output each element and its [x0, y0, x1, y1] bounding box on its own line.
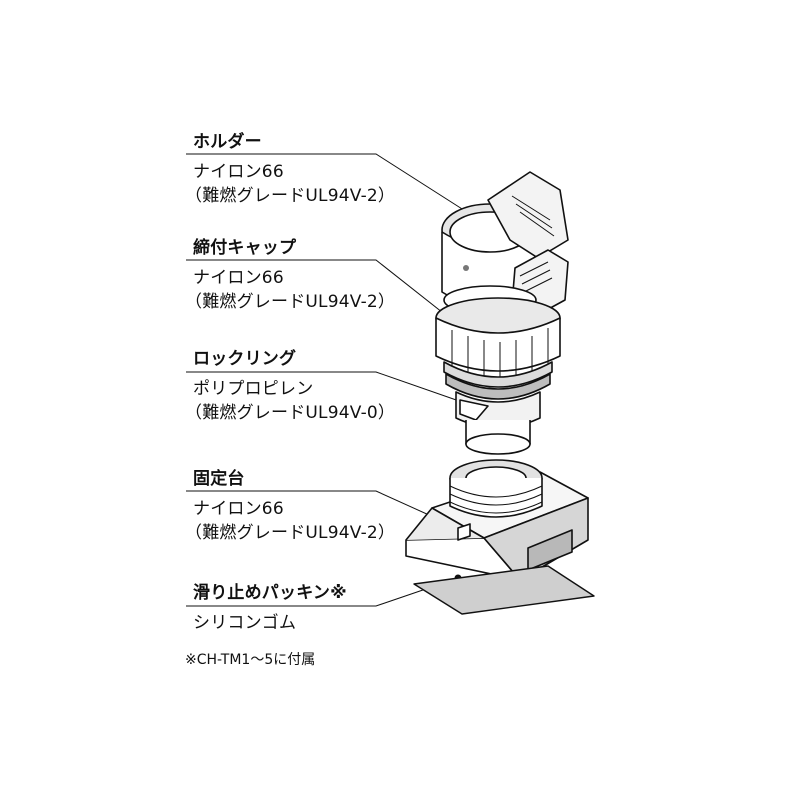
leader-lockring	[186, 371, 463, 403]
base-front-right	[483, 497, 589, 581]
packing-sheet	[413, 565, 595, 615]
holder-clip-teeth	[519, 261, 553, 293]
base-notch	[457, 523, 471, 541]
cap-knurl	[445, 373, 551, 400]
holder-material: ナイロン66	[193, 162, 284, 182]
cap-grooves	[451, 328, 549, 380]
footnote: ※CH-TM1～5に付属	[185, 652, 316, 668]
cap-flange	[443, 361, 553, 388]
packing-name: 滑り止めパッキン※	[193, 583, 347, 603]
base-thread-lines	[449, 485, 543, 514]
base-part	[405, 459, 589, 581]
holder-name: ホルダー	[193, 132, 262, 152]
base-material: ナイロン66	[193, 499, 284, 519]
packing-part	[413, 565, 595, 615]
cap-name: 締付キャップ	[193, 238, 297, 258]
lockring-grade: （難燃グレードUL94V-0）	[185, 403, 396, 423]
leader-base	[186, 490, 441, 521]
lockring-name: ロックリング	[193, 349, 297, 369]
holder-part	[441, 171, 569, 319]
cap-body	[435, 317, 561, 372]
holder-arm	[487, 171, 569, 259]
leader-holder	[186, 153, 471, 215]
holder-hole	[463, 265, 469, 271]
leader-cap	[186, 259, 453, 321]
cap-part	[435, 297, 561, 400]
lockring-tube-end	[465, 433, 531, 455]
holder-grade: （難燃グレードUL94V-2）	[185, 186, 396, 206]
base-side-slot	[527, 529, 573, 571]
base-grade: （難燃グレードUL94V-2）	[185, 523, 396, 543]
leader-packing	[186, 577, 459, 607]
packing-material: シリコンゴム	[193, 613, 297, 633]
cap-grade: （難燃グレードUL94V-2）	[185, 292, 396, 312]
lockring-material: ポリプロピレン	[193, 379, 314, 399]
lockring-part	[455, 391, 541, 455]
base-name: 固定台	[193, 469, 245, 489]
cap-material: ナイロン66	[193, 268, 284, 288]
holder-arm-teeth	[511, 195, 555, 237]
